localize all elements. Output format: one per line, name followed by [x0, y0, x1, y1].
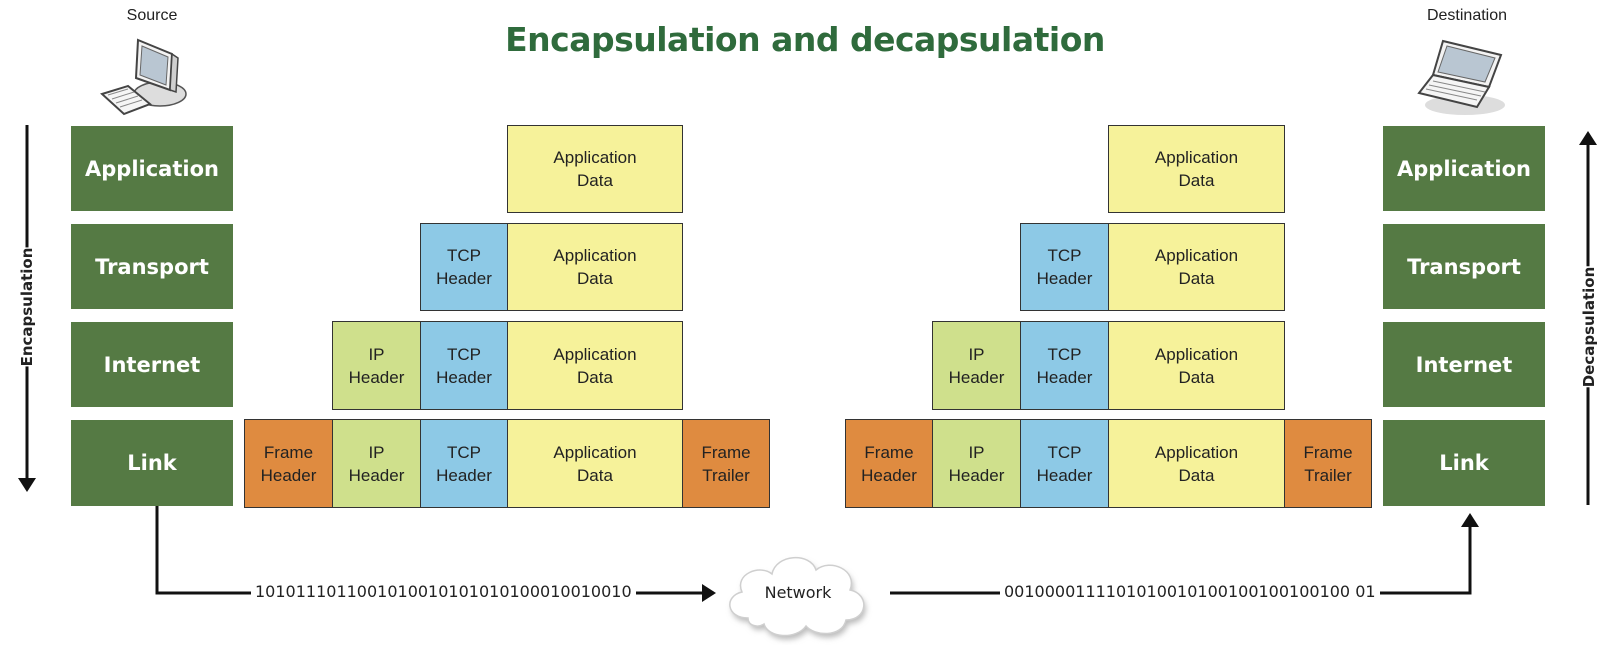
desktop-computer-icon: [100, 38, 187, 116]
tcp-header-segment: TCP Header: [1020, 419, 1109, 508]
incoming-bitstream: 0010000111101010010100100100100100 01: [1000, 582, 1380, 601]
tcp-header-segment: TCP Header: [1020, 321, 1109, 410]
encapsulation-label: Encapsulation: [12, 247, 42, 367]
outgoing-link-line: [155, 506, 716, 602]
app-data-segment: Application Data: [1108, 321, 1285, 410]
frame-header-segment: Frame Header: [845, 419, 933, 508]
app-data-segment: Application Data: [507, 223, 683, 311]
source-label: Source: [126, 7, 178, 24]
app-data-segment: Application Data: [507, 419, 683, 508]
ip-header-segment: IP Header: [932, 321, 1021, 410]
laptop-icon: [1417, 39, 1505, 115]
destination-layer-internet: Internet: [1383, 322, 1545, 407]
frame-trailer-segment: Frame Trailer: [682, 419, 770, 508]
tcp-header-segment: TCP Header: [420, 321, 508, 410]
destination-layer-transport: Transport: [1383, 224, 1545, 309]
network-label: Network: [764, 583, 832, 602]
cloud-icon: [729, 556, 866, 640]
frame-trailer-segment: Frame Trailer: [1284, 419, 1372, 508]
app-data-segment: Application Data: [1108, 223, 1285, 311]
source-layer-application: Application: [71, 126, 233, 211]
tcp-header-segment: TCP Header: [1020, 223, 1109, 311]
decapsulation-label: Decapsulation: [1574, 266, 1604, 388]
source-layer-link: Link: [71, 420, 233, 506]
tcp-header-segment: TCP Header: [420, 419, 508, 508]
app-data-segment: Application Data: [507, 125, 683, 213]
app-data-segment: Application Data: [507, 321, 683, 410]
source-layer-transport: Transport: [71, 224, 233, 309]
app-data-segment: Application Data: [1108, 419, 1285, 508]
app-data-segment: Application Data: [1108, 125, 1285, 213]
ip-header-segment: IP Header: [932, 419, 1021, 508]
frame-header-segment: Frame Header: [244, 419, 333, 508]
destination-layer-application: Application: [1383, 126, 1545, 211]
destination-layer-link: Link: [1383, 420, 1545, 506]
destination-label: Destination: [1426, 7, 1508, 24]
source-layer-internet: Internet: [71, 322, 233, 407]
outgoing-bitstream: 1010111011001010010101010100010010010: [251, 582, 636, 601]
page-title: Encapsulation and decapsulation: [505, 20, 1105, 59]
ip-header-segment: IP Header: [332, 321, 421, 410]
